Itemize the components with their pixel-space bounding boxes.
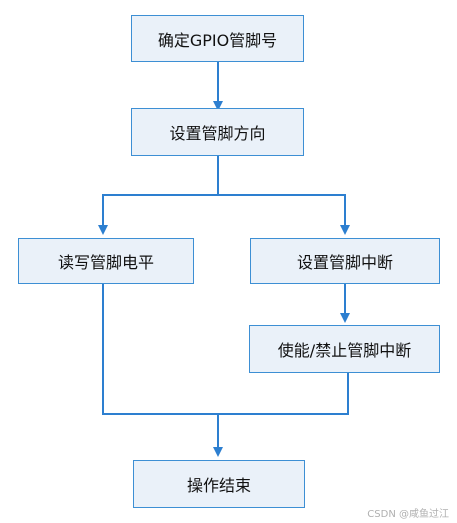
node-enable-disable-pin-interrupt: 使能/禁止管脚中断 <box>249 325 440 373</box>
node-read-write-pin-level: 读写管脚电平 <box>18 238 194 284</box>
edge-n5-merge <box>218 373 349 415</box>
node-label: 确定GPIO管脚号 <box>157 30 278 50</box>
node-get-gpio-number: 确定GPIO管脚号 <box>131 15 304 62</box>
node-label: 设置管脚中断 <box>296 253 393 272</box>
node-set-pin-direction: 设置管脚方向 <box>131 108 304 156</box>
node-label: 设置管脚方向 <box>169 124 266 143</box>
node-set-pin-interrupt: 设置管脚中断 <box>250 238 440 284</box>
edge-n2-split <box>98 156 219 235</box>
edge-split-n4 <box>218 194 350 235</box>
node-label: 读写管脚电平 <box>57 253 154 272</box>
node-label: 操作结束 <box>186 476 251 495</box>
node-operation-end: 操作结束 <box>133 460 305 508</box>
edge-n3-merge <box>102 284 218 415</box>
node-label: 使能/禁止管脚中断 <box>277 341 412 360</box>
watermark: CSDN @咸鱼过江 <box>367 509 449 520</box>
